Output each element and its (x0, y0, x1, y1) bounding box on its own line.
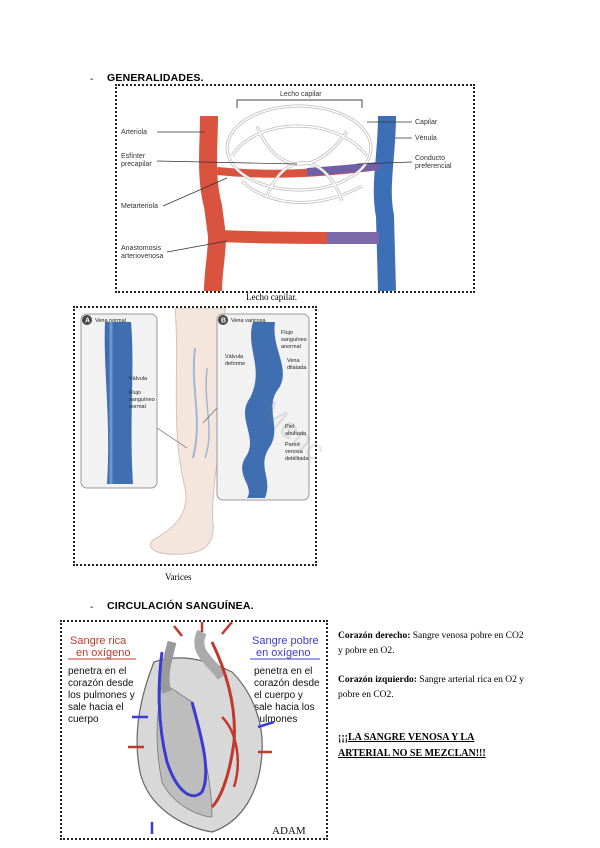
label-vena-normal: Vena normal (95, 318, 126, 324)
right-text-3: el cuerpo y (254, 690, 303, 701)
label-normal: normal (129, 404, 146, 410)
label-arteriola: Arteriola (121, 129, 147, 136)
label-flujo: Flujo (129, 390, 141, 396)
label-preferencial: preferencial (415, 163, 452, 170)
label-arteriovenosa: arteriovenosa (121, 253, 164, 260)
right-text-1: penetra en el (254, 666, 312, 677)
left-title-2: en oxígeno (76, 647, 130, 659)
right-text-2: corazón desde (254, 678, 320, 689)
adam-logo: ADAM (272, 825, 306, 837)
section-title-generalidades: GENERALIDADES. (107, 72, 204, 84)
label-pared-1: Pared (285, 442, 300, 448)
note-corazon-derecho: Corazón derecho: Sangre venosa pobre en … (338, 629, 526, 659)
label-valvula: Válvula (129, 376, 148, 382)
label-metarteriola: Metarteriola (121, 203, 158, 210)
label-lecho-capilar: Lecho capilar (280, 91, 322, 98)
label-pared-2: venosa (285, 449, 304, 455)
section-bullet-2: - (90, 602, 94, 613)
right-text-4: sale hacia los (254, 702, 315, 713)
left-title-1: Sangre rica (70, 635, 127, 647)
section-bullet: - (90, 74, 94, 85)
label-venula: Vénula (415, 135, 437, 142)
label-precapilar: precapilar (121, 161, 152, 168)
label-vena-varicosa: Vena varicosa (231, 318, 266, 324)
label-piel-1: Piel (285, 424, 294, 430)
right-text-5: pulmones (254, 714, 297, 725)
label-piel-2: abultada (285, 431, 307, 437)
right-title-1: Sangre pobre (252, 635, 319, 647)
left-text-2: corazón desde (68, 678, 134, 689)
label-pared-3: debilitada (285, 456, 309, 462)
right-title-2: en oxígeno (256, 647, 310, 659)
label-conducto: Conducto (415, 155, 445, 162)
label-flujo-anormal-3: anormal (281, 344, 301, 350)
label-anastomosis: Anastomosis (121, 245, 162, 252)
label-vena-dilatada-1: Vena (287, 358, 300, 364)
left-text-5: cuerpo (68, 714, 99, 725)
label-sanguineo: sanguíneo (129, 397, 155, 403)
figure-heart: Sangre rica en oxígeno Sangre pobre en o… (60, 620, 328, 840)
note-derecho-text: Sangre venosa pobre en CO2 y pobre en O2… (338, 631, 524, 656)
figure-varices: A Vena normal Válvula Flujo sanguíneo no… (73, 306, 317, 566)
left-text-4: sale hacia el (68, 702, 124, 713)
note-no-se-mezclan: ¡¡¡LA SANGRE VENOSA Y LA ARTERIAL NO SE … (338, 732, 486, 759)
note-izquierdo-text: Sangre arterial rica en O2 y pobre en CO… (338, 675, 524, 700)
note-corazon-izquierdo: Corazón izquierdo: Sangre arterial rica … (338, 673, 526, 703)
section-title-circulacion: CIRCULACIÓN SANGUÍNEA. (107, 600, 254, 612)
figure1-caption: Lecho capilar. (246, 292, 297, 302)
figure2-caption: Varices (165, 572, 192, 582)
capillary-bed-illustration: Lecho capilar Arteriola Esfínter (121, 91, 452, 292)
figure-capillary-bed: Lecho capilar Arteriola Esfínter (115, 84, 475, 293)
label-esfinter: Esfínter (121, 153, 146, 160)
note-izquierdo-label: Corazón izquierdo: (338, 675, 417, 685)
left-text-3: los pulmones y (68, 690, 135, 701)
label-flujo-anormal-2: sanguíneo (281, 337, 307, 343)
label-valvula-deforme-1: Válvula (225, 354, 244, 360)
label-capilar: Capilar (415, 119, 438, 126)
label-valvula-deforme-2: deforme (225, 361, 245, 367)
note-derecho-label: Corazón derecho: (338, 631, 411, 641)
heart-illustration: Sangre rica en oxígeno Sangre pobre en o… (68, 620, 320, 837)
left-text-1: penetra en el (68, 666, 126, 677)
badge-b: B (221, 318, 226, 325)
label-flujo-anormal-1: Flujo (281, 330, 293, 336)
badge-a: A (85, 318, 90, 325)
varices-illustration: A Vena normal Válvula Flujo sanguíneo no… (80, 307, 310, 555)
label-vena-dilatada-2: dilatada (287, 365, 307, 371)
